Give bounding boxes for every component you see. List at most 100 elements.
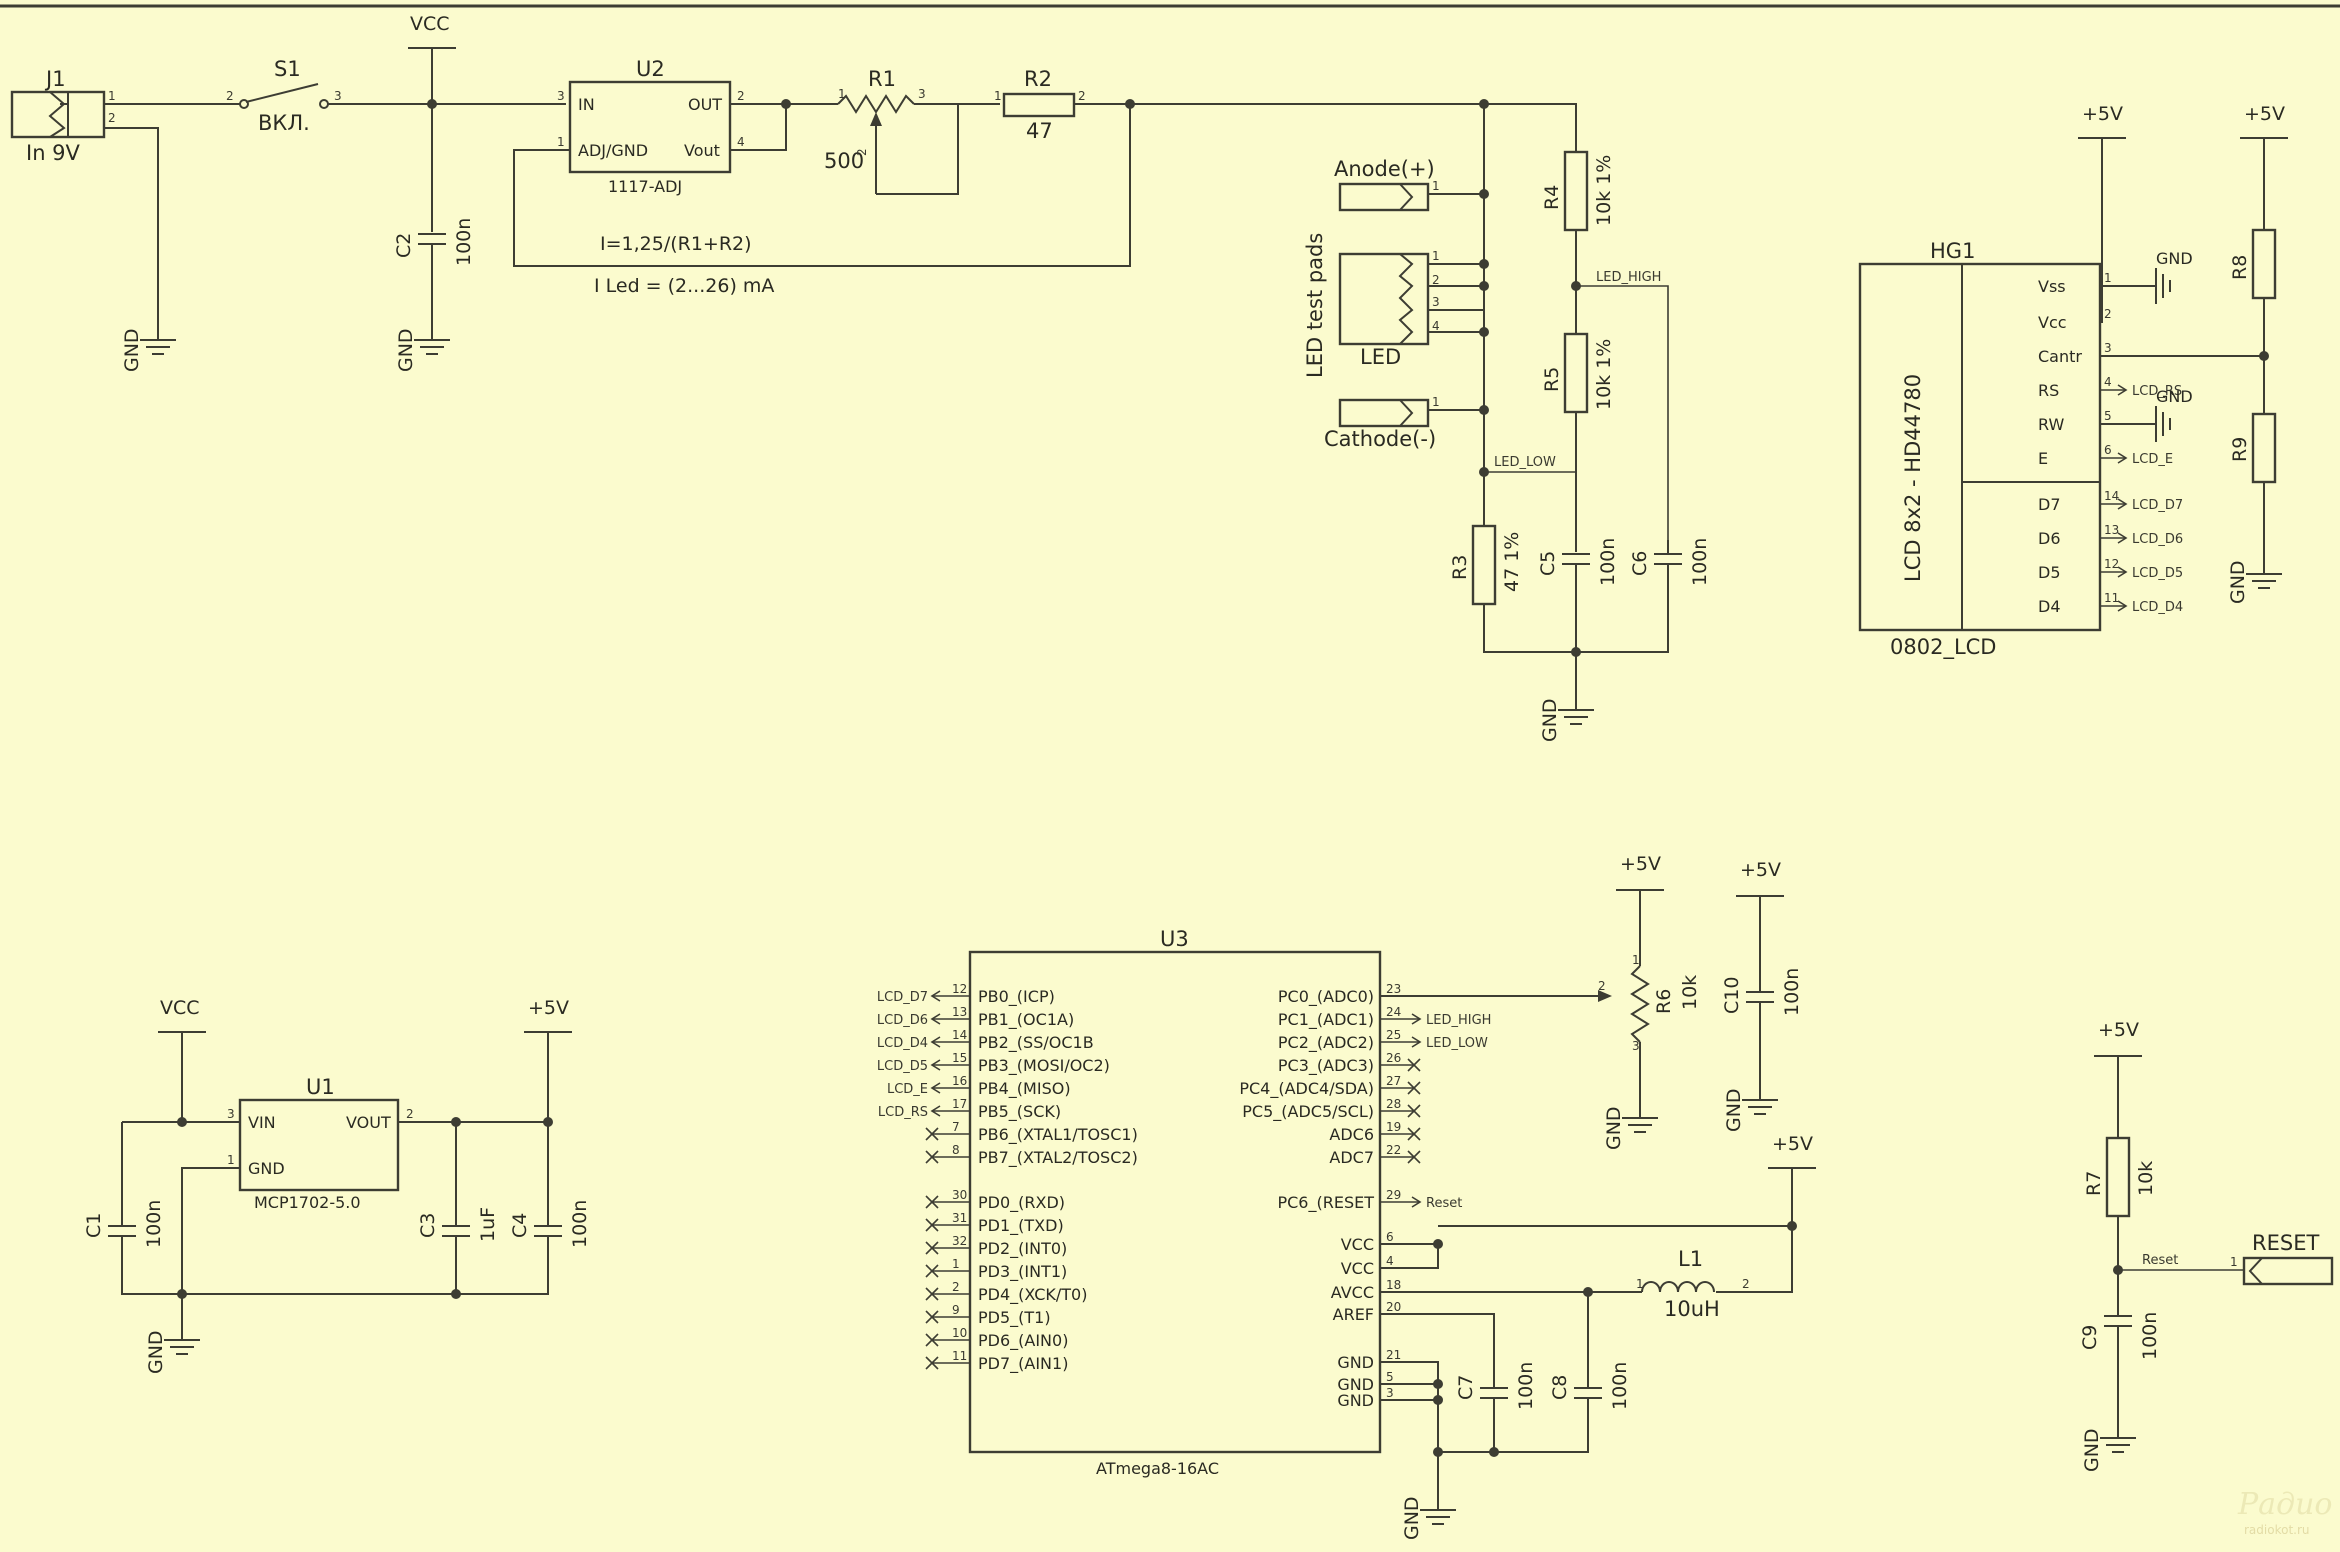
svg-text:R6: R6 (1653, 989, 1675, 1014)
svg-text:+5V: +5V (2082, 103, 2123, 125)
mcu-pin-label: PD6_(AIN0) (978, 1331, 1068, 1351)
svg-text:1: 1 (557, 135, 565, 149)
mcu-pin-label: PC4_(ADC4/SDA) (1239, 1079, 1374, 1099)
mcu-pin-label: AREF (1333, 1305, 1374, 1324)
regulator-u1: U1 VIN VOUT GND MCP1702-5.0 3 2 1 (227, 1075, 414, 1212)
svg-text:100n: 100n (569, 1200, 591, 1248)
svg-text:100n: 100n (1781, 968, 1803, 1016)
mcu-pin-label: PD1_(TXD) (978, 1216, 1064, 1236)
svg-text:Радио КОТ: Радио КОТ (2237, 1487, 2340, 1522)
mcu-pin-label: PB5_(SCK) (978, 1102, 1061, 1122)
svg-text:1117-ADJ: 1117-ADJ (608, 177, 682, 196)
radiokot-watermark: Радио КОТ radiokot.ru (2237, 1487, 2340, 1537)
mcu-pin-label: PC0_(ADC0) (1278, 987, 1374, 1007)
svg-text:1: 1 (1632, 953, 1640, 967)
svg-text:ВКЛ.: ВКЛ. (258, 111, 310, 135)
svg-text:2: 2 (108, 111, 116, 125)
resistor-r2: R2 47 1 2 (994, 67, 1488, 143)
mcu-pin-label: PD7_(AIN1) (978, 1354, 1068, 1374)
svg-text:R5: R5 (1541, 367, 1563, 392)
svg-text:radiokot.ru: radiokot.ru (2244, 1523, 2310, 1537)
svg-text:4: 4 (1432, 319, 1440, 333)
mcu-pin-label: PC1_(ADC1) (1278, 1010, 1374, 1030)
svg-text:100n: 100n (143, 1200, 165, 1248)
mcu-right-pins: PC0_(ADC0)23PC1_(ADC1)24LED_HIGHPC2_(ADC… (1239, 982, 1491, 1410)
mcu-left-pins: PB0_(ICP)12LCD_D7PB1_(OC1A)13LCD_D6PB2_(… (877, 982, 1138, 1374)
svg-text:Reset: Reset (2142, 1253, 2178, 1268)
svg-text:L1: L1 (1678, 1247, 1703, 1271)
svg-text:GND: GND (145, 1330, 167, 1374)
j1-value: In 9V (26, 141, 81, 165)
mcu-pin-number: 8 (952, 1143, 960, 1157)
lcd-net-label: LCD_D5 (2132, 566, 2183, 581)
capacitor-c7: C7 100n (1455, 1362, 1537, 1410)
lcd-pin-number: 2 (2104, 307, 2112, 321)
mcu-pin-number: 16 (952, 1074, 967, 1088)
mcu-pin-number: 17 (952, 1097, 967, 1111)
lcd-pin-number: 14 (2104, 489, 2119, 503)
svg-text:+5V: +5V (1740, 859, 1781, 881)
svg-text:1: 1 (1432, 249, 1440, 263)
svg-text:U1: U1 (306, 1075, 335, 1099)
potentiometer-r1: R1 500 1 3 2 (824, 67, 1000, 195)
mcu-pin-label: AVCC (1331, 1283, 1374, 1302)
svg-text:2: 2 (1598, 979, 1606, 993)
svg-text:1: 1 (2230, 1255, 2238, 1269)
svg-text:10k: 10k (2135, 1161, 2157, 1196)
svg-text:100n: 100n (1689, 538, 1711, 586)
gnd-symbol-c2: GND (395, 328, 450, 372)
mcu-net-label: LCD_RS (878, 1105, 928, 1120)
lcd-pin-number: 11 (2104, 591, 2119, 605)
svg-text:4: 4 (737, 135, 745, 149)
lcd-pin-number: 12 (2104, 557, 2119, 571)
svg-text:GND: GND (2081, 1428, 2103, 1472)
mcu-pin-number: 1 (952, 1257, 960, 1271)
mcu-pin-number: 7 (952, 1120, 960, 1134)
svg-text:C8: C8 (1549, 1375, 1571, 1400)
svg-text:R9: R9 (2229, 437, 2251, 462)
lcd-pin-number: 5 (2104, 409, 2112, 423)
svg-text:R7: R7 (2083, 1171, 2105, 1196)
svg-text:GND: GND (1723, 1088, 1745, 1132)
mcu-u3: U3 ATmega8-16AC PB0_(ICP)12LCD_D7PB1_(OC… (877, 927, 1492, 1478)
gnd-symbol-rw: GND (2155, 387, 2193, 442)
svg-text:Anode(+): Anode(+) (1334, 157, 1435, 181)
mcu-net-label: Reset (1426, 1196, 1462, 1211)
svg-text:1: 1 (1432, 395, 1440, 409)
gnd-symbol-u1: GND (145, 1330, 200, 1374)
svg-text:C1: C1 (83, 1213, 105, 1238)
switch-s1: S1 ВКЛ. 2 3 (226, 57, 342, 135)
svg-text:ATmega8-16AC: ATmega8-16AC (1096, 1459, 1219, 1478)
mcu-pin-number: 14 (952, 1028, 967, 1042)
svg-text:ADJ/GND: ADJ/GND (578, 141, 648, 160)
capacitor-c8: C8 100n (1549, 1362, 1631, 1410)
lcd-pin-label: D4 (2038, 597, 2061, 616)
lcd-pin-label: E (2038, 449, 2048, 468)
svg-text:1: 1 (227, 1153, 235, 1167)
lcd-pin-number: 13 (2104, 523, 2119, 537)
mcu-net-label: LCD_D7 (877, 990, 928, 1005)
svg-text:10k 1%: 10k 1% (1593, 339, 1615, 410)
svg-text:500: 500 (824, 149, 864, 173)
mcu-pin-label: PD0_(RXD) (978, 1193, 1065, 1213)
svg-text:100n: 100n (453, 218, 475, 266)
svg-text:+5V: +5V (1772, 1133, 1813, 1155)
svg-text:R1: R1 (868, 67, 896, 91)
svg-text:C4: C4 (509, 1213, 531, 1238)
svg-text:C6: C6 (1629, 551, 1651, 576)
mcu-pin-label: PB3_(MOSI/OC2) (978, 1056, 1110, 1076)
svg-text:Cathode(-): Cathode(-) (1324, 427, 1436, 451)
svg-text:47 1%: 47 1% (1501, 532, 1523, 592)
regulator-u2: U2 IN OUT ADJ/GND Vout 1117-ADJ 3 2 1 4 (557, 57, 745, 196)
mcu-pin-number: 31 (952, 1211, 967, 1225)
svg-text:1: 1 (1432, 179, 1440, 193)
lcd-pin-label: RW (2038, 415, 2064, 434)
svg-text:3: 3 (918, 87, 926, 101)
pad-cathode: Cathode(-) 1 (1324, 395, 1484, 451)
svg-text:C7: C7 (1455, 1375, 1477, 1400)
mcu-net-label: LCD_D5 (877, 1059, 928, 1074)
svg-text:U2: U2 (636, 57, 665, 81)
mcu-pin-label: VCC (1341, 1259, 1374, 1278)
